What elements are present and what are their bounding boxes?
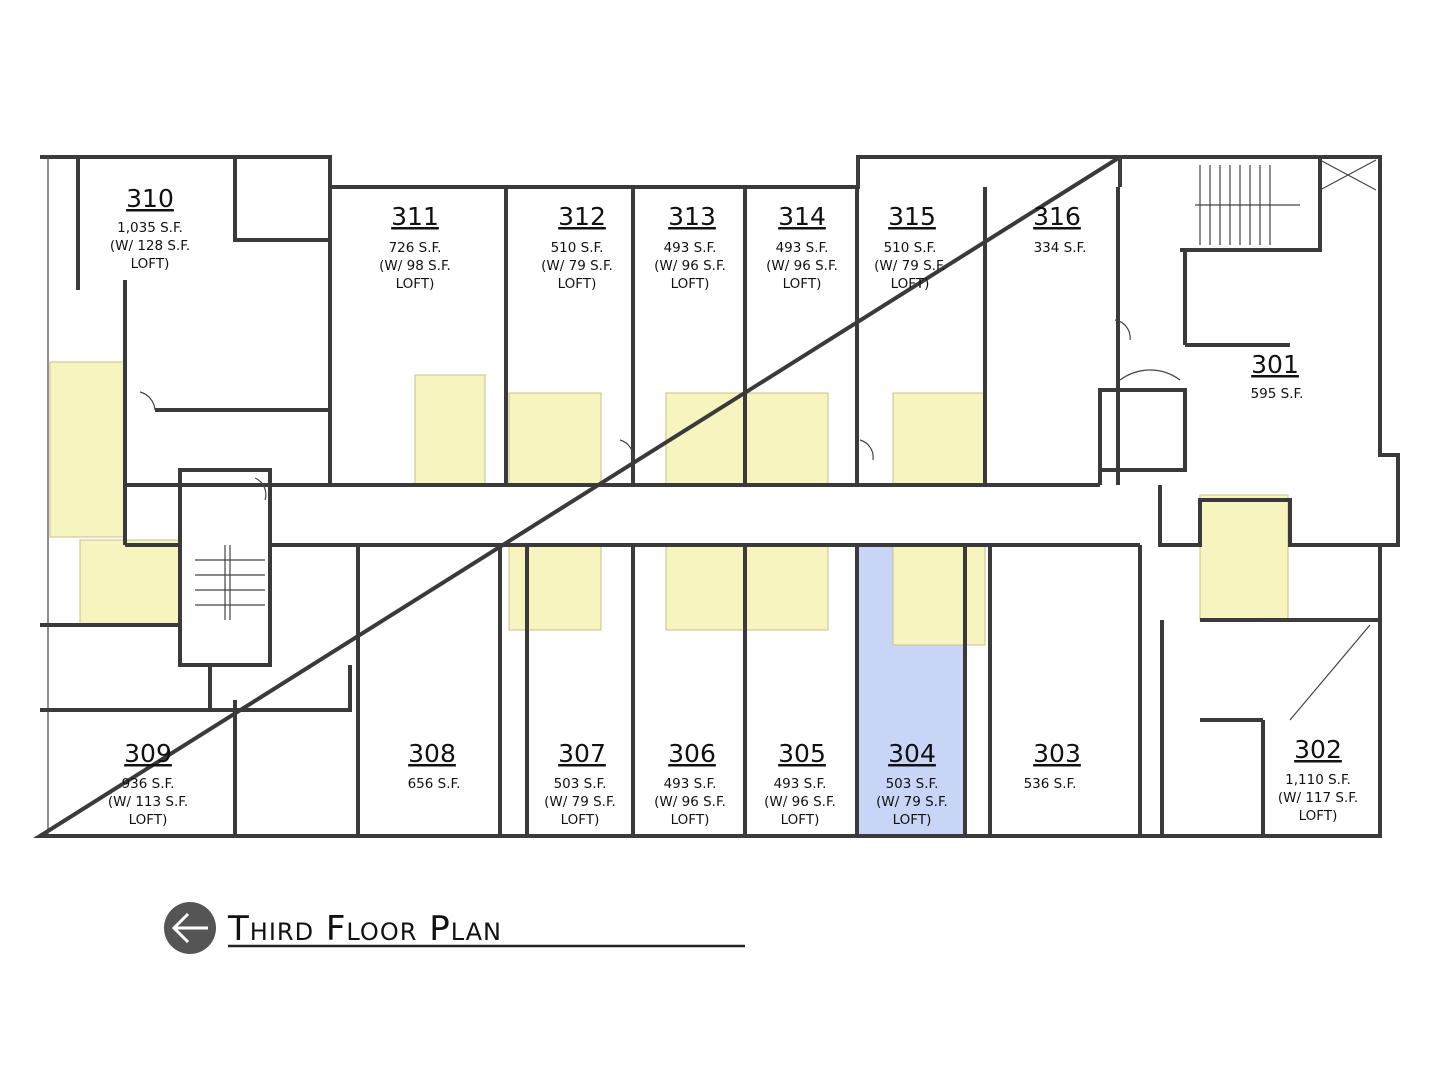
circle-arrow-left-icon: [164, 902, 216, 954]
svg-text:493 S.F.: 493 S.F.: [776, 240, 829, 256]
svg-text:936 S.F.: 936 S.F.: [122, 776, 175, 792]
unit-304: 304 503 S.F. (W/ 79 S.F. LOFT): [876, 739, 948, 828]
svg-text:LOFT): LOFT): [558, 276, 597, 292]
svg-text:310: 310: [126, 184, 174, 213]
bath-highlight: [414, 374, 486, 486]
plan-title: Third Floor Plan: [227, 909, 502, 949]
svg-text:493 S.F.: 493 S.F.: [774, 776, 827, 792]
unit-316: 316 334 S.F.: [1033, 202, 1086, 256]
svg-text:(W/ 98 S.F.: (W/ 98 S.F.: [379, 258, 451, 274]
bath-highlight: [508, 392, 602, 486]
bath-highlight: [1199, 494, 1289, 621]
svg-text:(W/ 128 S.F.: (W/ 128 S.F.: [110, 238, 190, 254]
svg-text:(W/ 79 S.F.: (W/ 79 S.F.: [876, 794, 948, 810]
svg-text:LOFT): LOFT): [891, 276, 930, 292]
svg-text:493 S.F.: 493 S.F.: [664, 776, 717, 792]
svg-text:(W/ 96 S.F.: (W/ 96 S.F.: [764, 794, 836, 810]
svg-text:LOFT): LOFT): [129, 812, 168, 828]
svg-text:LOFT): LOFT): [1299, 808, 1338, 824]
svg-text:503 S.F.: 503 S.F.: [886, 776, 939, 792]
unit-313: 313 493 S.F. (W/ 96 S.F. LOFT): [654, 202, 726, 292]
svg-text:536 S.F.: 536 S.F.: [1024, 776, 1077, 792]
svg-text:(W/ 96 S.F.: (W/ 96 S.F.: [766, 258, 838, 274]
svg-text:(W/ 113 S.F.: (W/ 113 S.F.: [108, 794, 188, 810]
unit-306: 306 493 S.F. (W/ 96 S.F. LOFT): [654, 739, 726, 828]
unit-312: 312 510 S.F. (W/ 79 S.F. LOFT): [541, 202, 613, 292]
unit-302: 302 1,110 S.F. (W/ 117 S.F. LOFT): [1278, 735, 1358, 824]
unit-307: 307 503 S.F. (W/ 79 S.F. LOFT): [544, 739, 616, 828]
svg-text:(W/ 96 S.F.: (W/ 96 S.F.: [654, 258, 726, 274]
svg-text:311: 311: [391, 202, 439, 231]
svg-text:LOFT): LOFT): [561, 812, 600, 828]
svg-text:503 S.F.: 503 S.F.: [554, 776, 607, 792]
svg-text:LOFT): LOFT): [396, 276, 435, 292]
walls: [33, 155, 1400, 838]
svg-text:493 S.F.: 493 S.F.: [664, 240, 717, 256]
svg-text:301: 301: [1251, 350, 1299, 379]
svg-text:312: 312: [558, 202, 606, 231]
svg-text:656 S.F.: 656 S.F.: [408, 776, 461, 792]
svg-text:1,035 S.F.: 1,035 S.F.: [117, 220, 183, 236]
bath-highlight: [892, 544, 986, 646]
svg-text:LOFT): LOFT): [131, 256, 170, 272]
unit-310: 310 1,035 S.F. (W/ 128 S.F. LOFT): [110, 184, 190, 272]
unit-311: 311 726 S.F. (W/ 98 S.F. LOFT): [379, 202, 451, 292]
bath-highlight: [508, 544, 602, 631]
svg-text:1,110 S.F.: 1,110 S.F.: [1285, 772, 1351, 788]
svg-text:305: 305: [778, 739, 826, 768]
svg-text:LOFT): LOFT): [783, 276, 822, 292]
svg-text:315: 315: [888, 202, 936, 231]
svg-text:LOFT): LOFT): [781, 812, 820, 828]
bath-highlight: [892, 392, 986, 486]
svg-text:(W/ 96 S.F.: (W/ 96 S.F.: [654, 794, 726, 810]
unit-314: 314 493 S.F. (W/ 96 S.F. LOFT): [766, 202, 838, 292]
unit-301: 301 595 S.F.: [1251, 350, 1304, 402]
svg-text:306: 306: [668, 739, 716, 768]
svg-text:LOFT): LOFT): [671, 276, 710, 292]
svg-text:314: 314: [778, 202, 826, 231]
svg-text:595 S.F.: 595 S.F.: [1251, 386, 1304, 402]
svg-text:304: 304: [888, 739, 936, 768]
unit-303: 303 536 S.F.: [1024, 739, 1081, 792]
svg-text:LOFT): LOFT): [671, 812, 710, 828]
svg-text:(W/ 117 S.F.: (W/ 117 S.F.: [1278, 790, 1358, 806]
svg-text:307: 307: [558, 739, 606, 768]
unit-315: 315 510 S.F. (W/ 79 S.F. LOFT): [874, 202, 946, 292]
svg-text:302: 302: [1294, 735, 1342, 764]
unit-305: 305 493 S.F. (W/ 96 S.F. LOFT): [764, 739, 836, 828]
svg-text:(W/ 79 S.F.: (W/ 79 S.F.: [541, 258, 613, 274]
svg-text:334 S.F.: 334 S.F.: [1034, 240, 1087, 256]
svg-text:308: 308: [408, 739, 456, 768]
svg-text:726 S.F.: 726 S.F.: [389, 240, 442, 256]
svg-text:303: 303: [1033, 739, 1081, 768]
unit-308: 308 656 S.F.: [408, 739, 461, 792]
svg-text:316: 316: [1033, 202, 1081, 231]
svg-text:LOFT): LOFT): [893, 812, 932, 828]
svg-text:510 S.F.: 510 S.F.: [884, 240, 937, 256]
svg-text:309: 309: [124, 739, 172, 768]
bath-highlight: [79, 539, 181, 626]
svg-text:313: 313: [668, 202, 716, 231]
svg-text:(W/ 79 S.F.: (W/ 79 S.F.: [544, 794, 616, 810]
svg-text:(W/ 79 S.F.: (W/ 79 S.F.: [874, 258, 946, 274]
unit-309: 309 936 S.F. (W/ 113 S.F. LOFT): [108, 739, 188, 828]
svg-text:510 S.F.: 510 S.F.: [551, 240, 604, 256]
bath-highlight: [49, 361, 126, 538]
